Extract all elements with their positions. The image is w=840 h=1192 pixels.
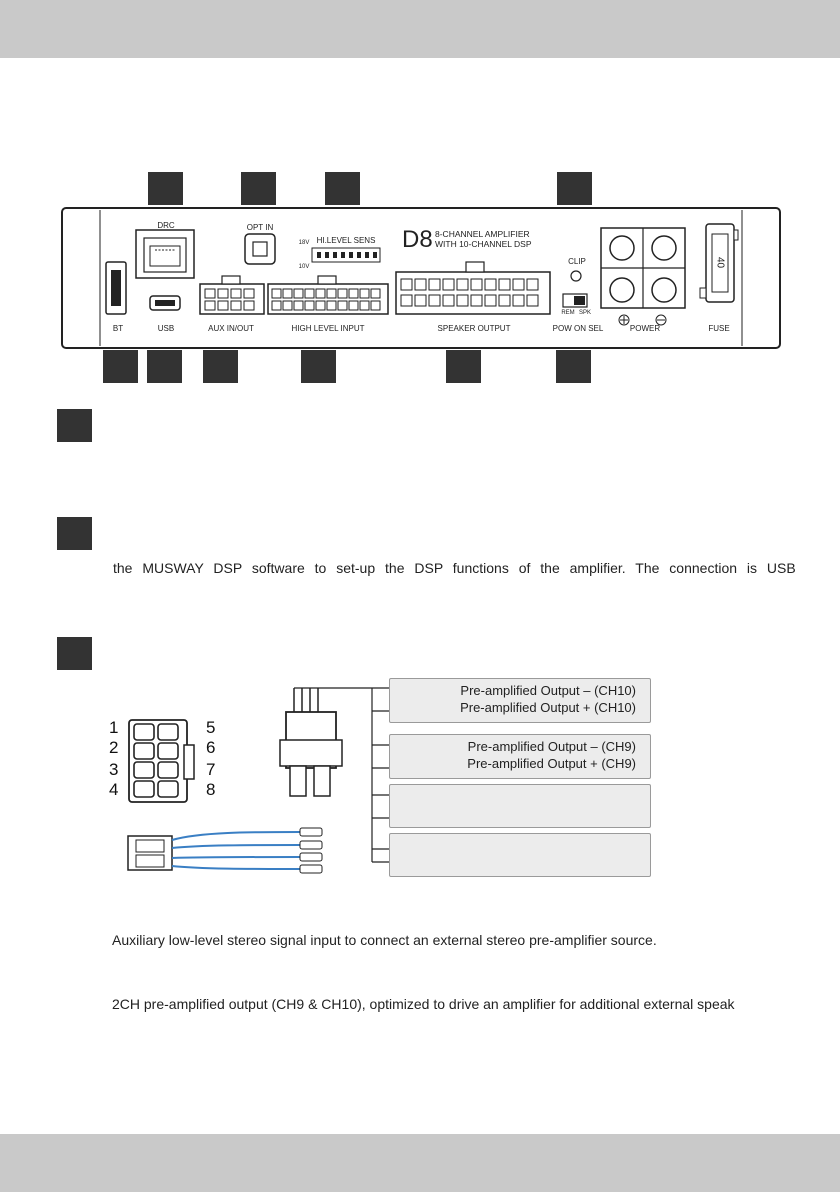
connector-diagram [127,687,389,874]
clip-label: CLIP [568,257,586,266]
bluetooth-port-icon [105,261,127,315]
fuse-holder-icon [699,223,739,303]
drc-port-icon [135,229,195,279]
callout-marker [446,350,481,383]
bt-label: BT [112,324,124,333]
power-on-switch-icon [562,293,588,308]
box-line: Pre-amplified Output + (CH10) [460,700,636,715]
connector-front-icon [128,719,195,803]
model-subtitle-1: 8-CHANNEL AMPLIFIER [435,229,530,239]
hi-level-sens-label: HI.LEVEL SENS [316,236,376,245]
power-terminal-icon [600,227,686,326]
connector-side-icon [279,687,372,797]
speaker-output-icon [395,261,551,315]
pin-number: 7 [206,760,216,779]
header-band [0,0,840,58]
spk-label: SPK [578,310,592,316]
high-level-input-icon [267,275,389,315]
callout-marker [103,350,138,383]
usb-label: USB [157,324,175,333]
section-marker [57,637,92,670]
callout-marker [147,350,182,383]
clip-led-icon [570,270,582,282]
speaker-output-label: SPEAKER OUTPUT [437,324,511,333]
amplifier-panel [61,207,781,349]
pin-number: 1 [109,718,119,737]
sens-10v-label: 10V [298,264,310,270]
pin-number: 2 [109,738,119,757]
drc-label: DRC [157,221,175,230]
callout-marker [203,350,238,383]
box-line: Pre-amplified Output – (CH10) [460,683,636,698]
aux-description: Auxiliary low-level stereo signal input … [112,932,657,948]
callout-marker [557,172,592,205]
output-box-ch9: Pre-amplified Output – (CH9) Pre-amplifi… [389,734,651,779]
pin-number: 8 [206,780,216,799]
fuse-label: FUSE [708,324,730,333]
callout-marker [301,350,336,383]
box-line: Pre-amplified Output – (CH9) [467,739,636,754]
pow-on-sel-label: POW ON SEL [552,324,604,333]
pre-out-description: 2CH pre-amplified output (CH9 & CH10), o… [112,996,735,1012]
usb-description: the MUSWAY DSP software to set-up the DS… [113,560,796,576]
footer-band [0,1134,840,1192]
pin-number: 5 [206,718,216,737]
box-line: Pre-amplified Output + (CH9) [467,756,636,771]
high-level-input-label: HIGH LEVEL INPUT [291,324,365,333]
callout-marker [325,172,360,205]
output-box-empty [389,784,651,828]
sensitivity-selector-icon [311,247,381,263]
callout-marker [148,172,183,205]
pin-number: 6 [206,738,216,757]
opt-in-label: OPT IN [246,223,274,232]
callout-marker [556,350,591,383]
power-label: POWER [629,324,661,333]
aux-in-out-label: AUX IN/OUT [208,324,254,333]
output-box-ch10: Pre-amplified Output – (CH10) Pre-amplif… [389,678,651,723]
rem-label: REM [561,310,575,316]
rca-cable-icon [127,827,323,874]
pin-number: 4 [109,780,119,799]
model-name: D8 [402,226,433,253]
pin-number: 3 [109,760,119,779]
section-marker [57,517,92,550]
model-subtitle-2: WITH 10-CHANNEL DSP [435,239,532,249]
section-marker [57,409,92,442]
callout-marker [241,172,276,205]
usb-port-icon [149,295,181,311]
sens-18v-label: 18V [298,240,310,246]
output-box-empty [389,833,651,877]
aux-connector-icon [199,275,265,315]
optical-input-icon [244,233,276,265]
